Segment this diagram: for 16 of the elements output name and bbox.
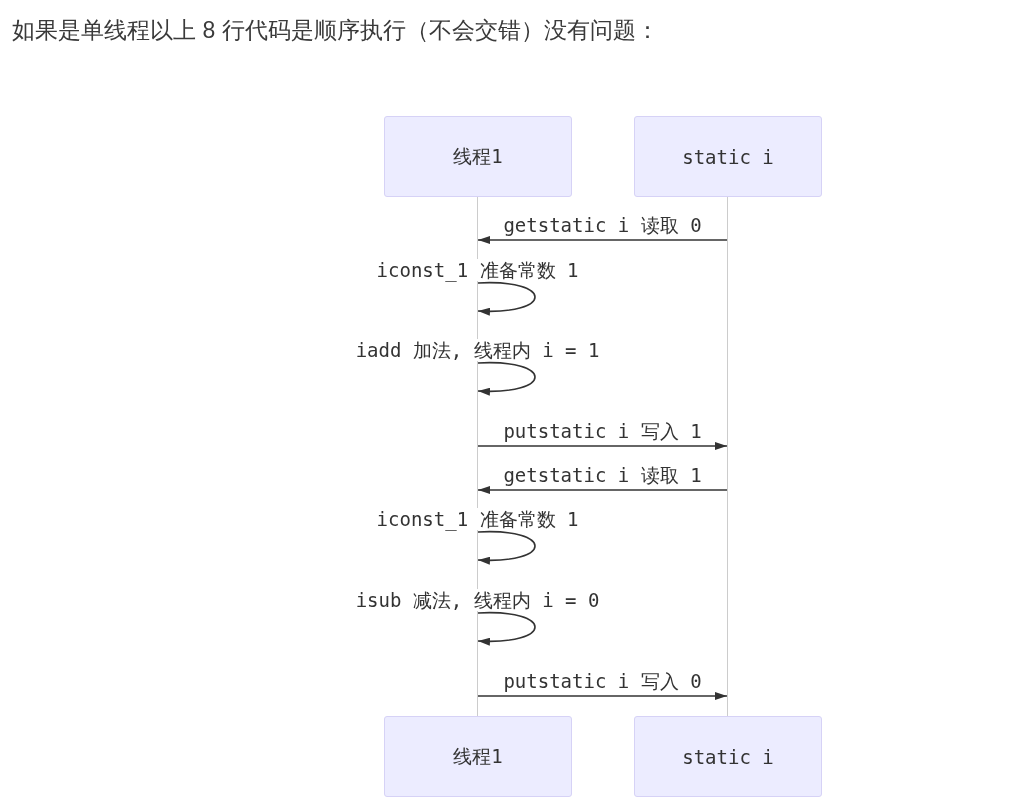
self-loop-arrow xyxy=(477,362,536,396)
self-loop-arrow xyxy=(477,612,536,646)
title: 如果是单线程以上 8 行代码是顺序执行（不会交错）没有问题： xyxy=(12,16,659,44)
participant-box: static i xyxy=(634,716,822,797)
participant-box: 线程1 xyxy=(384,716,572,797)
edge-label: getstatic i 读取 0 xyxy=(501,214,704,236)
message-arrow xyxy=(477,486,728,494)
self-loop-arrow xyxy=(477,282,536,316)
message-arrow xyxy=(477,692,728,700)
lifeline xyxy=(727,197,728,716)
participant-box: 线程1 xyxy=(384,116,572,197)
edge-label: getstatic i 读取 1 xyxy=(501,464,704,486)
message-arrow xyxy=(477,236,728,244)
participant-box: static i xyxy=(634,116,822,197)
message-arrow xyxy=(477,442,728,450)
self-loop-arrow xyxy=(477,531,536,565)
